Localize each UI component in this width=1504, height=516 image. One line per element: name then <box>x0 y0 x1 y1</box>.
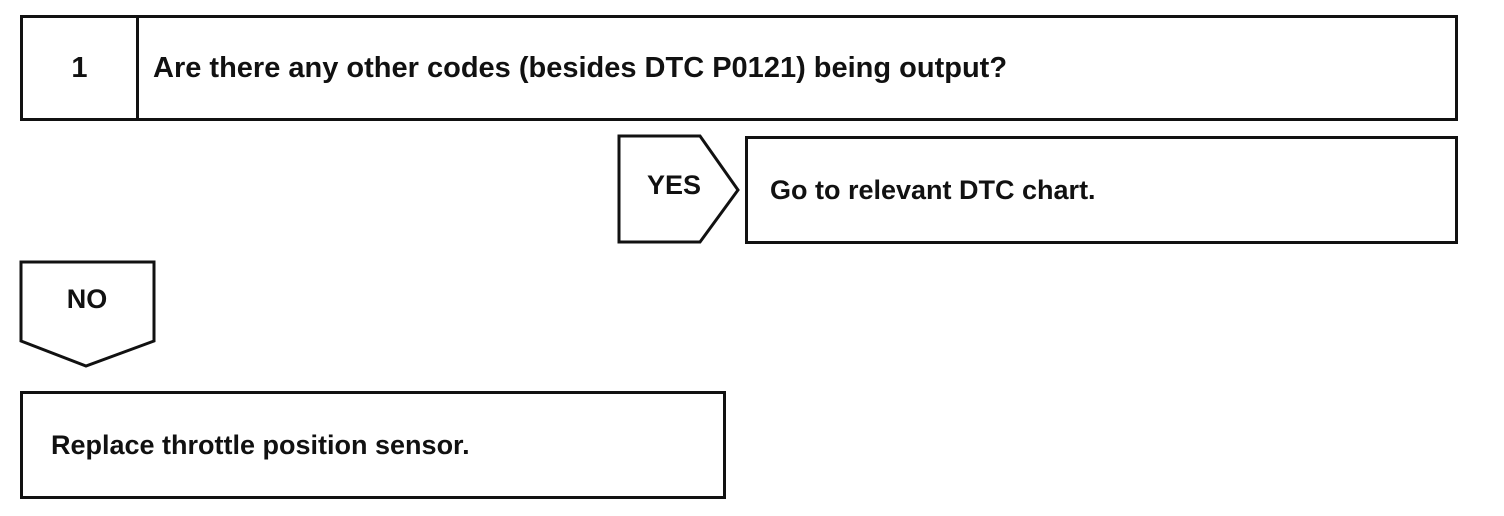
no-result-box: Replace throttle position sensor. <box>20 391 726 499</box>
yes-result-box: Go to relevant DTC chart. <box>745 136 1458 244</box>
yes-result-text: Go to relevant DTC chart. <box>770 174 1096 205</box>
yes-label: YES <box>646 170 702 200</box>
step-1-box: 1 Are there any other codes (besides DTC… <box>20 15 1458 121</box>
no-label: NO <box>66 284 108 314</box>
step-question: Are there any other codes (besides DTC P… <box>153 51 1008 84</box>
no-result-text: Replace throttle position sensor. <box>51 429 470 460</box>
step-number: 1 <box>23 18 139 118</box>
